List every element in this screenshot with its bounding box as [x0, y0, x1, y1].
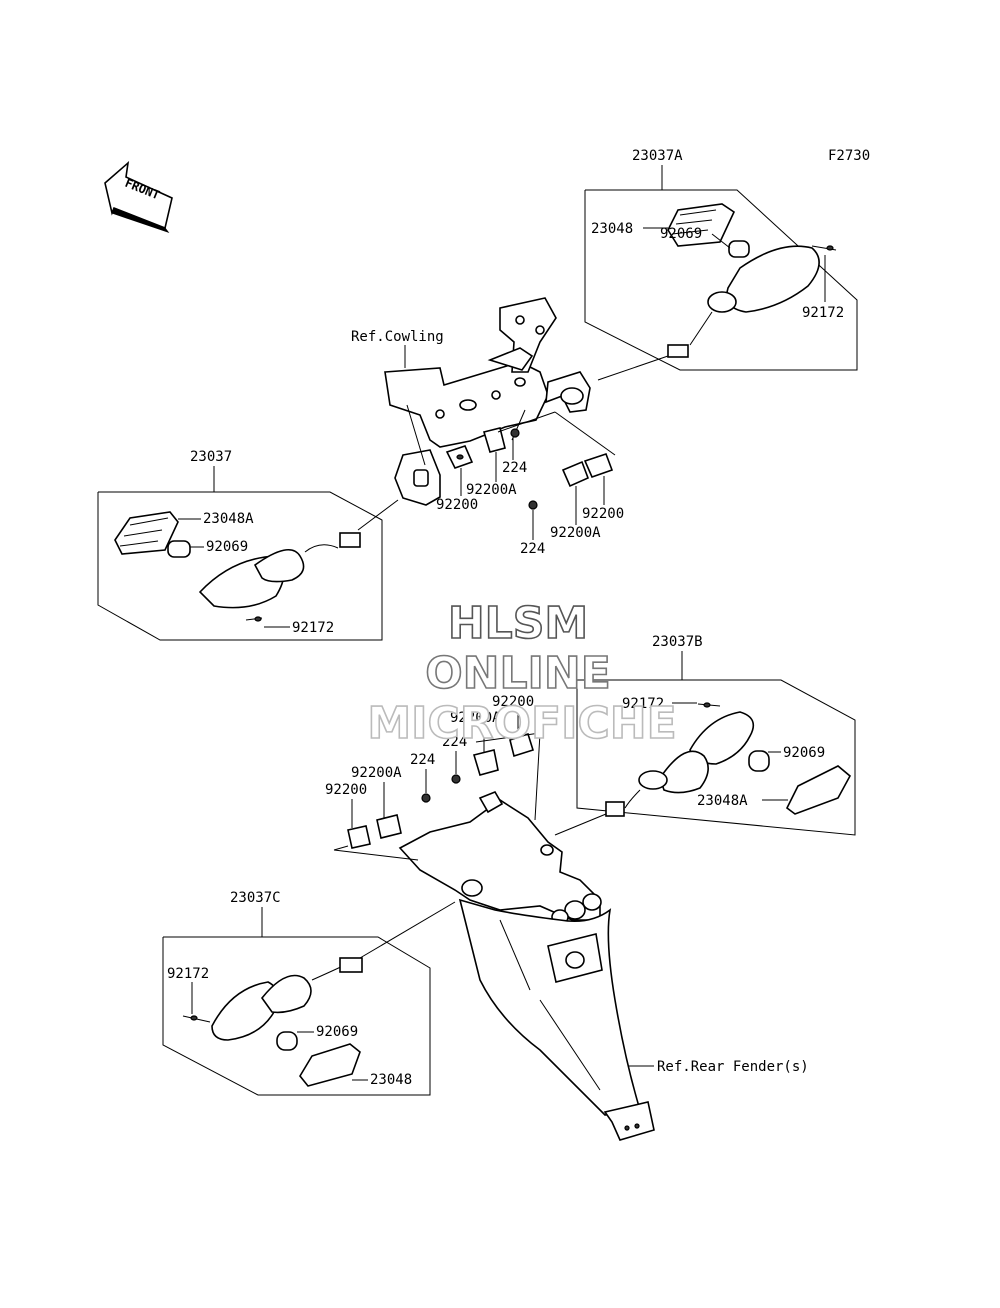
a-rear-left-bulb: 92069	[316, 1024, 358, 1040]
rb-plate-a: 92200A	[351, 765, 402, 781]
a-rear-left-id: 23037C	[230, 890, 281, 906]
fb-plate-right-a: 92200A	[550, 525, 601, 541]
rb-plate-top: 92200	[492, 694, 534, 710]
a-front-left-lens: 23048A	[203, 511, 254, 527]
a-rear-left-screw: 92172	[167, 966, 209, 982]
watermark-line3: MICROFICHE	[367, 698, 676, 749]
rb-nut-a: 224	[442, 734, 467, 750]
assembly-rear-right: 23037B 92172 92069 23048A	[554, 634, 856, 836]
rb-plate-top-a: 92200A	[450, 710, 501, 726]
watermark-line1: HLSM	[448, 598, 588, 649]
figure-code: F2730	[828, 148, 870, 164]
fb-nut-lower: 224	[520, 541, 545, 557]
front-bracket-hardware: 224 92200A 92200 92200 92200A 224	[436, 411, 624, 557]
fb-nut-upper: 224	[502, 460, 527, 476]
a-rear-right-screw: 92172	[622, 696, 664, 712]
a-front-right-id: 23037A	[632, 148, 683, 164]
fb-plate-upper: 92200	[436, 497, 478, 513]
fb-plate-right: 92200	[582, 506, 624, 522]
rear-bracket-hardware: 92200 92200A 224 224 92200A 92200	[325, 694, 541, 861]
watermark-line2: ONLINE	[425, 648, 611, 699]
rb-nut-b: 224	[410, 752, 435, 768]
watermark: HLSM ONLINE MICROFICHE	[367, 597, 678, 750]
fb-plate-upper-a: 92200A	[466, 482, 517, 498]
assembly-front-right: 23037A 23048 92069 92172	[584, 148, 858, 381]
a-rear-left-lens: 23048	[370, 1072, 412, 1088]
assembly-front-left: 23037 23048A 92069 92172	[97, 449, 399, 641]
a-rear-right-lens: 23048A	[697, 793, 748, 809]
rear-bracket	[398, 791, 655, 1141]
a-front-left-bulb: 92069	[206, 539, 248, 555]
a-front-right-screw: 92172	[802, 305, 844, 321]
a-rear-right-bulb: 92069	[783, 745, 825, 761]
a-front-right-lens: 23048	[591, 221, 633, 237]
ref-rear-fender-label: Ref.Rear Fender(s)	[657, 1059, 809, 1075]
a-front-left-id: 23037	[190, 449, 232, 465]
a-rear-right-id: 23037B	[652, 634, 703, 650]
rb-plate: 92200	[325, 782, 367, 798]
a-front-right-bulb: 92069	[660, 226, 702, 242]
a-front-left-screw: 92172	[292, 620, 334, 636]
ref-cowling-label: Ref.Cowling	[351, 329, 444, 345]
front-arrow-icon: FRONT	[104, 160, 173, 233]
front-bracket	[384, 297, 591, 506]
assembly-rear-left: 23037C 92172 92069 23048	[162, 890, 456, 1096]
